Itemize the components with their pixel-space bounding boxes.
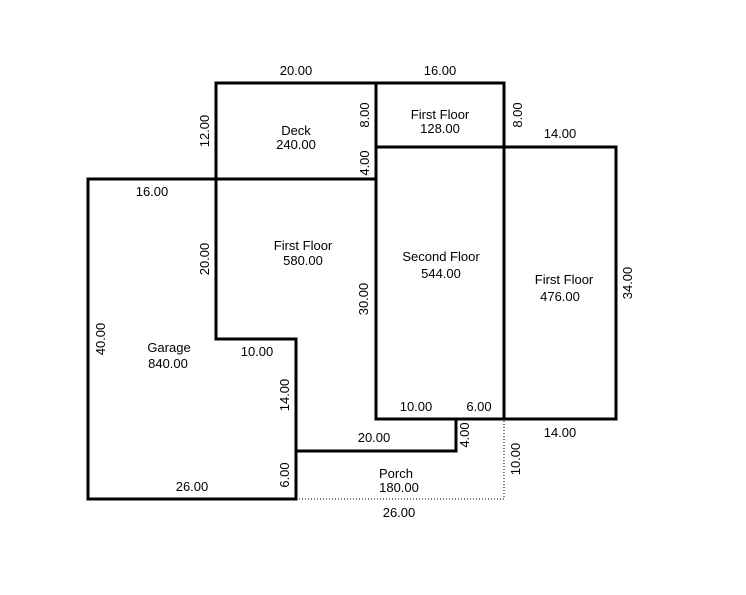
dim-garage-bottom: 26.00 [176, 479, 209, 494]
dim-first-floor-top-right: 8.00 [510, 102, 525, 127]
dim-porch-top: 20.00 [358, 430, 391, 445]
porch-area: 180.00 [379, 480, 419, 495]
first-floor-top-area: 128.00 [420, 121, 460, 136]
second-floor-outline [374, 145, 506, 421]
second-floor-area: 544.00 [421, 266, 461, 281]
porch-name: Porch [379, 466, 413, 481]
dim-first-floor-left: 20.00 [197, 243, 212, 276]
first-floor-right-name: First Floor [535, 272, 594, 287]
dim-garage-bottom-right: 6.00 [277, 462, 292, 487]
horizontal-dimensions: 20.00 16.00 14.00 16.00 10.00 10.00 6.00… [136, 63, 577, 520]
deck-name: Deck [281, 123, 311, 138]
first-floor-main-area: 580.00 [283, 253, 323, 268]
first-floor-top-name: First Floor [411, 107, 470, 122]
porch-outline [296, 419, 505, 500]
vertical-dimensions: 12.00 8.00 8.00 4.00 20.00 30.00 34.00 4… [93, 102, 635, 487]
garage-name: Garage [147, 340, 190, 355]
first-floor-right-area: 476.00 [540, 289, 580, 304]
first-floor-main-name: First Floor [274, 238, 333, 253]
dim-deck-right: 8.00 [357, 102, 372, 127]
dim-garage-top: 16.00 [136, 184, 169, 199]
dim-right-wing-height: 34.00 [620, 267, 635, 300]
first-floor-main-outline [294, 337, 458, 453]
dim-deck-step: 4.00 [357, 150, 372, 175]
garage-area: 840.00 [148, 356, 188, 371]
dim-deck-left: 12.00 [197, 115, 212, 148]
dim-second-floor-bottom-right: 6.00 [466, 399, 491, 414]
dim-porch-bottom: 26.00 [383, 505, 416, 520]
dim-deck-top: 20.00 [280, 63, 313, 78]
dim-garage-notch: 10.00 [241, 344, 274, 359]
room-labels: Deck 240.00 First Floor 128.00 First Flo… [147, 107, 594, 495]
dim-garage-height: 40.00 [93, 323, 108, 356]
walls [86, 81, 618, 501]
dim-porch-step: 4.00 [457, 422, 472, 447]
dim-right-wing-bottom: 14.00 [544, 425, 577, 440]
deck-area: 240.00 [276, 137, 316, 152]
dim-first-floor-top-width: 16.00 [424, 63, 457, 78]
second-floor-name: Second Floor [402, 249, 480, 264]
garage-outline [86, 177, 298, 501]
dim-second-floor-left: 30.00 [356, 283, 371, 316]
dim-second-floor-bottom-left: 10.00 [400, 399, 433, 414]
dim-right-wing-top: 14.00 [544, 126, 577, 141]
dim-garage-right: 14.00 [277, 379, 292, 412]
first-floor-right-outline [502, 145, 618, 421]
dim-porch-right: 10.00 [508, 443, 523, 476]
